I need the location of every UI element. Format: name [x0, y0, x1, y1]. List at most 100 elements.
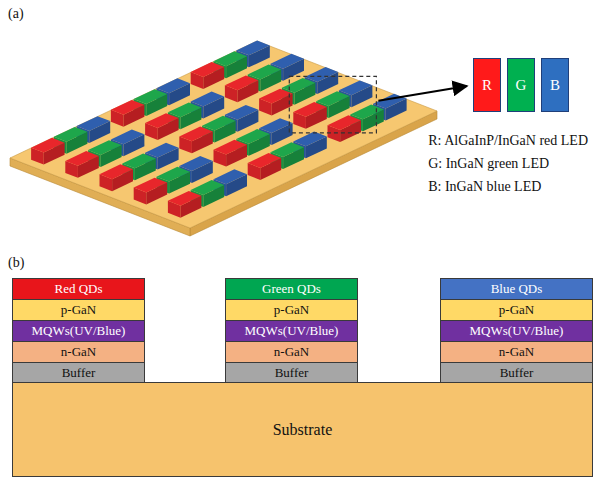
led-top: [31, 138, 65, 153]
buffer-layer: Buffer: [12, 362, 145, 384]
legend-text: R: AlGaInP/InGaN red LED: [428, 133, 588, 150]
led-top: [77, 116, 111, 131]
mqw-layer: MQWs(UV/Blue): [440, 320, 593, 342]
led-chip: [191, 62, 225, 89]
led-board: [10, 41, 437, 236]
led-top: [282, 78, 316, 93]
led-chip: [31, 138, 65, 165]
led-top: [168, 191, 202, 206]
qd-layer: Blue QDs: [440, 278, 593, 300]
led-chip: [134, 178, 168, 205]
zoom-callout: [289, 76, 467, 132]
led-top: [157, 167, 191, 182]
led-top: [179, 127, 213, 142]
led-chip: [168, 191, 202, 218]
layer-label: p-GaN: [61, 303, 96, 317]
led-top: [111, 100, 144, 115]
led-top: [236, 41, 269, 56]
led-top: [225, 105, 259, 120]
layer-label: n-GaN: [274, 345, 309, 359]
led-top: [179, 156, 213, 171]
board-top: [10, 41, 437, 228]
buffer-layer: Buffer: [225, 362, 358, 384]
led-top: [168, 103, 202, 118]
n-gan-layer: n-GaN: [12, 341, 145, 363]
led-chip: [214, 140, 248, 167]
layer-label: Green QDs: [262, 282, 321, 296]
led-top: [259, 89, 293, 104]
layer-label: MQWs(UV/Blue): [470, 324, 564, 338]
led-top: [191, 180, 225, 195]
led-top: [134, 178, 168, 193]
led-top: [214, 169, 248, 184]
led-top: [202, 116, 236, 131]
led-top: [248, 65, 282, 80]
led-top: [122, 154, 156, 169]
layer-label: Blue QDs: [491, 282, 543, 296]
layer-label: n-GaN: [499, 345, 534, 359]
led-top: [145, 113, 179, 128]
zoom-arrow: [378, 86, 467, 101]
led-top: [259, 118, 293, 133]
led-chip: [100, 164, 134, 191]
led-top: [100, 164, 134, 179]
layer-label: Buffer: [500, 366, 534, 380]
mqw-layer: MQWs(UV/Blue): [225, 320, 358, 342]
led-top: [214, 140, 248, 155]
led-chip: [328, 115, 362, 142]
layer-label: R: [482, 77, 492, 94]
red-led-swatch: R: [473, 58, 501, 112]
led-top: [305, 67, 339, 82]
mqw-layer: MQWs(UV/Blue): [12, 320, 145, 342]
led-top: [54, 127, 88, 142]
led-top: [293, 102, 327, 117]
qd-layer: Green QDs: [225, 278, 358, 300]
legend-text: B: InGaN blue LED: [428, 179, 541, 196]
qd-layer: Red QDs: [12, 278, 145, 300]
led-top: [236, 129, 269, 144]
led-chip: [145, 113, 179, 140]
led-top: [350, 105, 384, 120]
led-top: [65, 151, 99, 166]
layer-label: G: [516, 77, 527, 94]
green-led-swatch: G: [507, 58, 535, 112]
led-top: [225, 75, 259, 90]
n-gan-layer: n-GaN: [440, 341, 593, 363]
p-gan-layer: p-GaN: [12, 299, 145, 321]
led-top: [191, 62, 225, 77]
layer-label: B: [550, 77, 560, 94]
led-chip: [179, 127, 213, 154]
layer-label: p-GaN: [499, 303, 534, 317]
layer-label: Substrate: [273, 421, 333, 439]
n-gan-layer: n-GaN: [225, 341, 358, 363]
p-gan-layer: p-GaN: [440, 299, 593, 321]
p-gan-layer: p-GaN: [225, 299, 358, 321]
led-chip: [111, 100, 144, 127]
buffer-layer: Buffer: [440, 362, 593, 384]
layer-label: Buffer: [62, 366, 96, 380]
led-top: [316, 91, 350, 106]
led-chip: [225, 75, 259, 102]
layer-label: p-GaN: [274, 303, 309, 317]
layer-label: MQWs(UV/Blue): [245, 324, 339, 338]
led-top: [134, 89, 168, 104]
panel-label: (a): [8, 6, 24, 23]
layer-label: Red QDs: [54, 282, 102, 296]
led-chip: [293, 102, 327, 129]
led-top: [88, 140, 122, 155]
led-array: [31, 41, 407, 218]
layer-label: Buffer: [275, 366, 309, 380]
legend-text: G: InGaN green LED: [428, 156, 549, 173]
led-top: [214, 51, 248, 66]
led-top: [191, 92, 225, 107]
led-top: [157, 78, 191, 93]
led-top: [111, 129, 144, 144]
led-top: [339, 80, 373, 95]
dashed-frame: [289, 76, 376, 132]
led-top: [293, 132, 327, 147]
led-chip: [248, 153, 282, 180]
substrate-layer: Substrate: [12, 382, 593, 477]
blue-led-swatch: B: [541, 58, 569, 112]
led-top: [145, 143, 179, 158]
